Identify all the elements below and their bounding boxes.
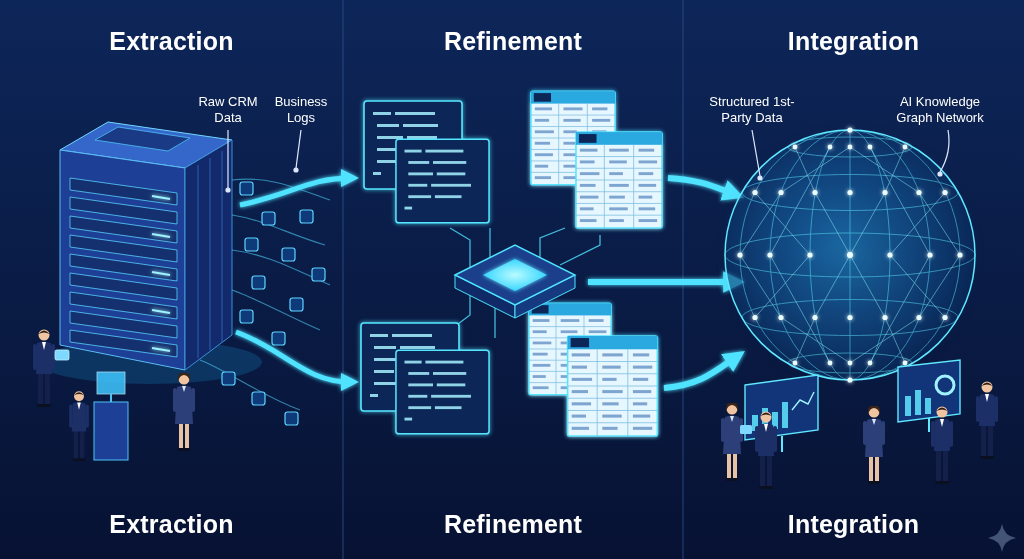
knowledge-graph-globe: [715, 120, 985, 390]
callout-label: AI Knowledge Graph Network: [888, 94, 992, 125]
column-heading: Refinement: [444, 509, 582, 539]
column-band: RefinementRefinement: [343, 0, 683, 559]
people-left: [33, 330, 195, 462]
callout-label: Business Logs: [266, 94, 336, 125]
column-band: IntegrationIntegration: [683, 0, 1024, 559]
column-heading: Extraction: [109, 509, 233, 539]
sparkle-watermark: [988, 524, 1016, 552]
leader-lines: [226, 130, 949, 192]
dashboard-monitors: [745, 360, 960, 452]
column-heading: Extraction: [109, 26, 233, 56]
flow-arrows: [588, 178, 736, 388]
processor-chip: [455, 245, 575, 318]
column-band: ExtractionExtraction: [0, 0, 343, 559]
column-heading: Integration: [788, 26, 919, 56]
callout-label: Structured 1st-Party Data: [702, 94, 802, 125]
server-rack: [38, 122, 262, 384]
data-stream: [200, 178, 350, 425]
callout-label: Raw CRM Data: [190, 94, 266, 125]
people-right: [721, 382, 998, 490]
column-heading: Refinement: [444, 26, 582, 56]
column-heading: Integration: [788, 509, 919, 539]
